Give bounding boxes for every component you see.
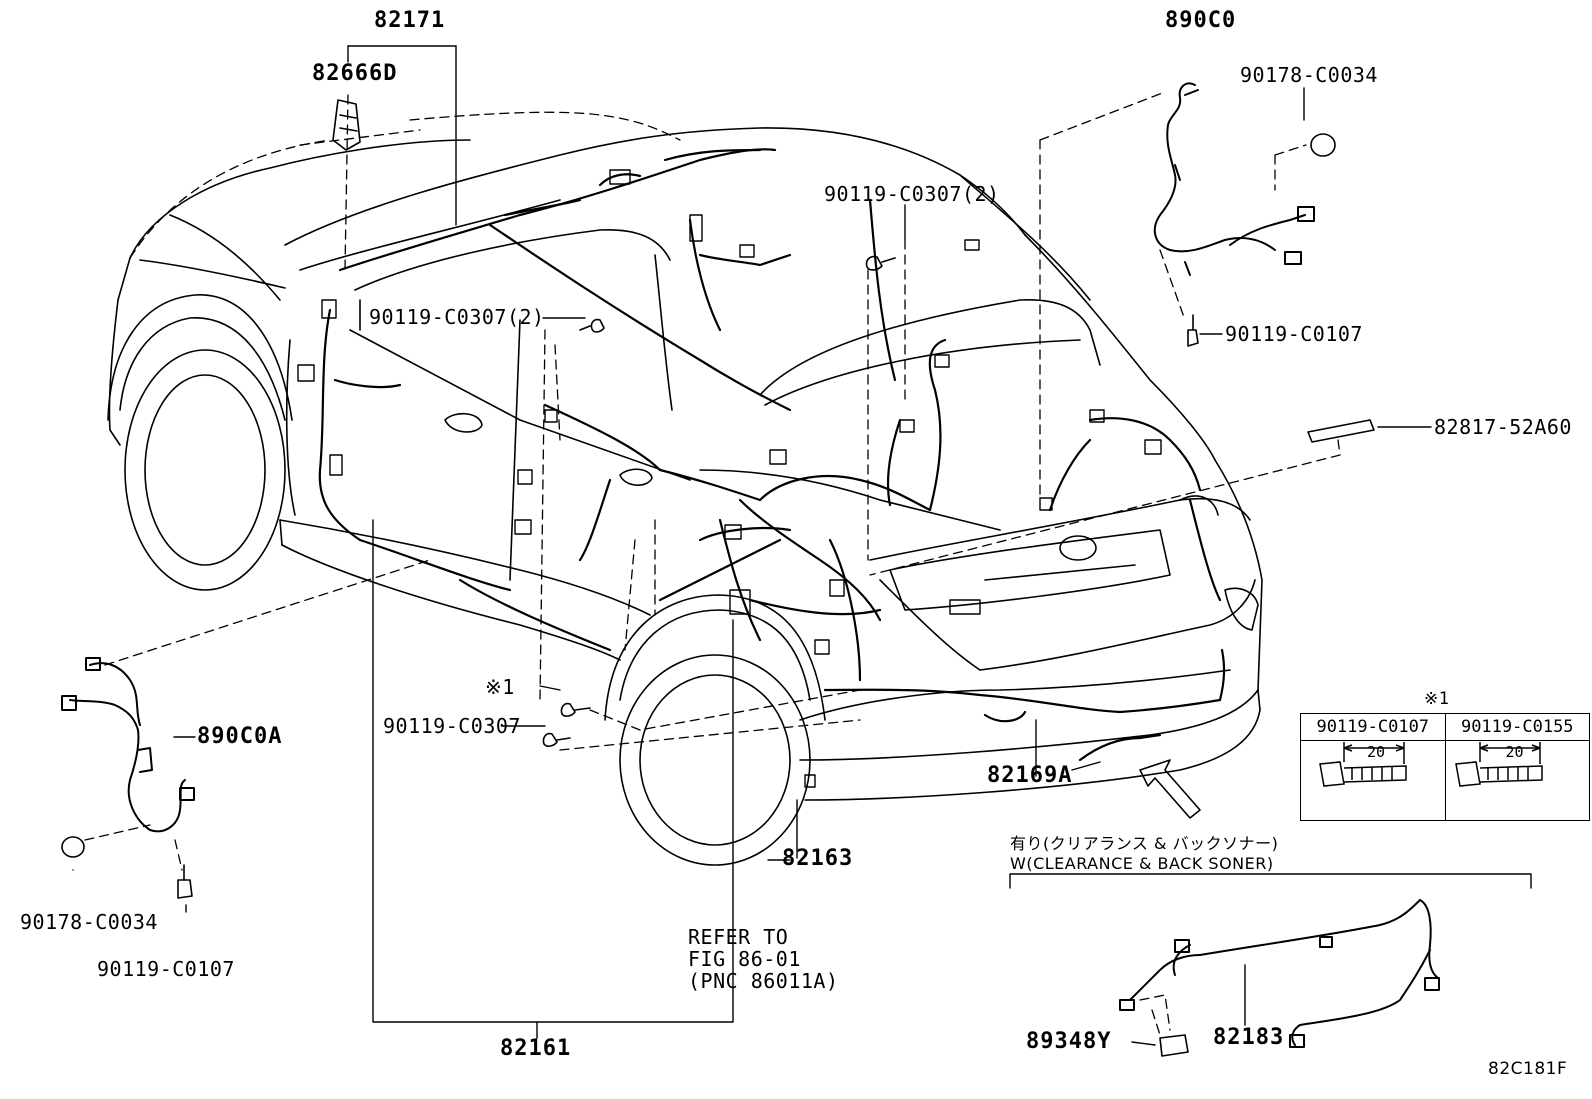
- part-82183-harness: [1119, 899, 1440, 1048]
- spec-col2-cell: 20: [1444, 741, 1590, 821]
- option-bracket: [1009, 873, 1532, 889]
- label-82817-52A60: 82817-52A60: [1434, 415, 1572, 439]
- harness-82169A-bumper: [823, 648, 1226, 762]
- label-890C0: 890C0: [1165, 8, 1237, 33]
- label-890C0A: 890C0A: [197, 724, 283, 749]
- label-82161: 82161: [500, 1036, 572, 1061]
- refer-line-2: FIG 86-01: [688, 947, 801, 971]
- option-note-en: W(CLEARANCE & BACK SONER): [1010, 854, 1274, 873]
- label-82163: 82163: [782, 846, 854, 871]
- label-note-mark-1: ※1: [485, 675, 515, 699]
- harness-82171-roof: [338, 148, 897, 412]
- spec-col1-length: 20: [1367, 743, 1386, 761]
- part-890C0A-harness: [61, 657, 195, 833]
- label-82666D: 82666D: [312, 61, 398, 86]
- label-82171: 82171: [374, 8, 446, 33]
- spec-bolt-drawings: [1319, 742, 1543, 787]
- rear-left-wheel: [604, 594, 826, 866]
- label-89348Y: 89348Y: [1026, 1029, 1112, 1054]
- part-890C0-harness: [1153, 82, 1315, 276]
- label-90178-C0034-top: 90178-C0034: [1240, 63, 1378, 87]
- label-90119-C0307: 90119-C0307: [383, 714, 521, 738]
- diagram-id: 82C181F: [1488, 1059, 1568, 1079]
- part-90178-grommet-top: [1310, 133, 1336, 157]
- part-90178-grommet-left: [61, 836, 85, 858]
- spec-col1-header: 90119-C0107: [1316, 717, 1430, 737]
- spec-col1-cell: 20: [1301, 741, 1445, 821]
- reference-lines: [84, 91, 1341, 1036]
- label-90119-C0107-left: 90119-C0107: [97, 957, 235, 981]
- label-82183: 82183: [1213, 1025, 1285, 1050]
- label-90119-C0307-2-upper: 90119-C0307(2): [824, 182, 1000, 206]
- harness-rear-hatch: [886, 338, 1222, 602]
- front-left-wheel: [107, 294, 293, 591]
- spec-table-mark: ※1: [1424, 689, 1450, 709]
- part-82666D-clip: [332, 99, 361, 151]
- label-90119-C0107-top: 90119-C0107: [1225, 322, 1363, 346]
- part-82817-label-plate: [1307, 419, 1375, 443]
- spec-col2-header: 90119-C0155: [1444, 714, 1590, 740]
- option-note-jp: 有り(クリアランス & バックソナー): [1010, 834, 1279, 853]
- connectors: [297, 169, 1162, 788]
- harness-82161-floor: [318, 308, 932, 682]
- refer-line-1: REFER TO: [688, 925, 789, 949]
- spec-col2-length: 20: [1505, 743, 1524, 761]
- refer-line-3: (PNC 86011A): [688, 969, 839, 993]
- label-82169A: 82169A: [987, 763, 1073, 788]
- bolt-icons: [177, 255, 1199, 899]
- arrow-to-bumper-harness: [1139, 759, 1201, 819]
- bolt-spec-table: 90119-C0107 90119-C0155 20 20: [1300, 713, 1590, 821]
- vehicle-body: [108, 127, 1263, 801]
- label-90119-C0307-2-lower: 90119-C0307(2): [369, 305, 545, 329]
- label-90178-C0034-left: 90178-C0034: [20, 910, 158, 934]
- part-89348Y-clip: [1159, 1034, 1189, 1057]
- leader-lines: [72, 45, 1432, 1046]
